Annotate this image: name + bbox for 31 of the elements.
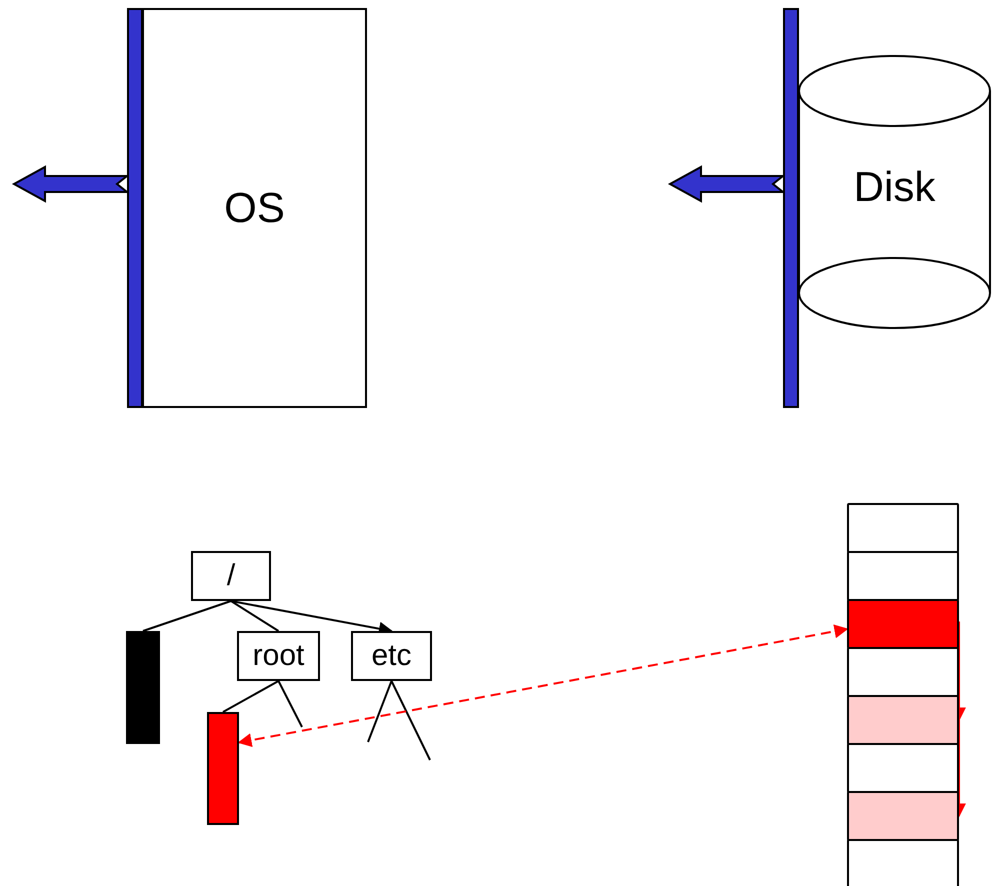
connector-line <box>367 680 392 742</box>
connector-line <box>142 600 232 632</box>
connector-line <box>230 600 280 632</box>
disk-block <box>847 791 959 841</box>
connector-line <box>278 680 303 728</box>
disk-label: Disk <box>854 166 936 208</box>
block-arrow <box>12 165 130 203</box>
arrow <box>238 624 848 748</box>
file-bar <box>126 631 160 744</box>
directory-name: root <box>252 641 304 671</box>
block-arrow <box>668 165 786 203</box>
disk-block <box>847 503 959 553</box>
bus-bar <box>127 8 143 408</box>
directory-box <box>237 631 320 681</box>
disk-block <box>847 695 959 745</box>
connector-line <box>222 680 279 713</box>
disk-block <box>847 599 959 649</box>
disk-block <box>847 839 959 886</box>
file-bar <box>207 712 239 825</box>
disk-block <box>847 551 959 601</box>
directory-box <box>191 551 271 601</box>
connector-line <box>390 680 431 760</box>
os-box <box>142 8 367 408</box>
disk-block <box>847 647 959 697</box>
directory-box <box>351 631 432 681</box>
disk-cylinder <box>798 55 991 329</box>
disk-block <box>847 743 959 793</box>
directory-name: / <box>226 561 236 591</box>
bus-bar <box>783 8 799 408</box>
directory-name: etc <box>371 641 412 671</box>
os-label: OS <box>224 187 285 229</box>
